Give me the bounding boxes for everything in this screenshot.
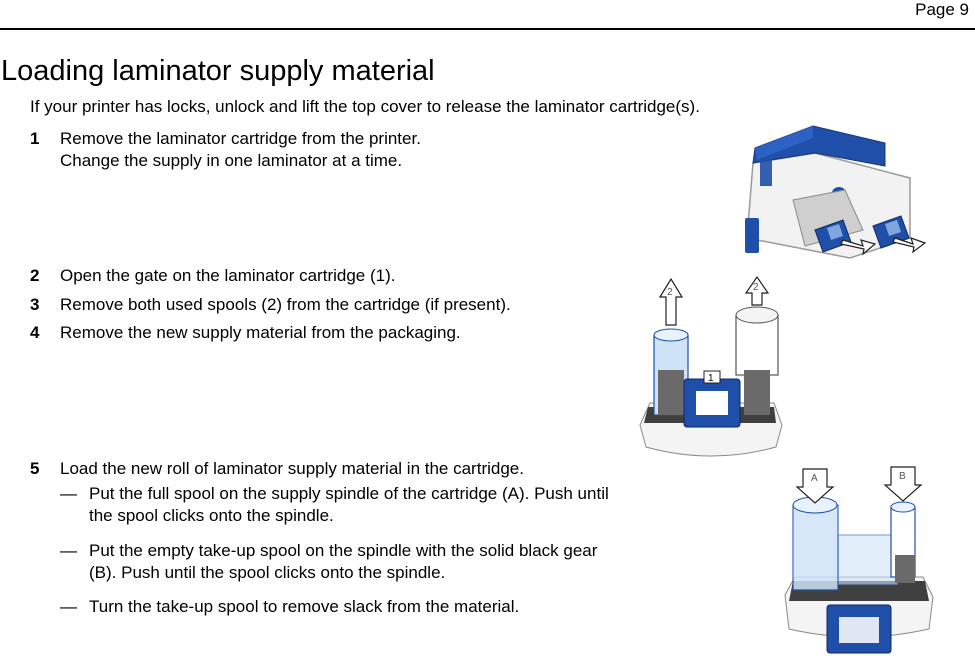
substep-text: Put the empty take-up spool on the spind…: [89, 541, 598, 560]
down-arrow-icon: [883, 466, 923, 502]
page-number: Page 9: [915, 0, 969, 19]
step-number: 2: [30, 266, 40, 285]
spool-loading-illustration: A B: [784, 466, 934, 654]
header-rule: [0, 28, 975, 30]
substep-dash: —: [60, 597, 77, 616]
gate-label: 1: [708, 373, 714, 384]
step-text: Load the new roll of laminator supply ma…: [60, 459, 524, 478]
pull-arrow-icon: [840, 239, 877, 256]
step-text: Remove the laminator cartridge from the …: [60, 129, 421, 148]
page-title: Loading laminator supply material: [1, 55, 435, 87]
gate: [826, 604, 892, 654]
spindle-label-b: B: [899, 471, 906, 482]
step-text: Remove the new supply material from the …: [60, 323, 461, 342]
pull-arrow-icon: [892, 237, 927, 254]
spindle-label-a: A: [811, 473, 818, 484]
spool-label-left: 2: [667, 287, 673, 298]
substep-text: Turn the take-up spool to remove slack f…: [89, 597, 520, 616]
cartridge-open-illustration: 1 2 2: [639, 275, 783, 457]
down-arrow-icon: [795, 468, 835, 504]
step-text: Change the supply in one laminator at a …: [60, 151, 403, 170]
substep-text: the spool clicks onto the spindle.: [89, 506, 334, 525]
step-text: Remove both used spools (2) from the car…: [60, 295, 511, 314]
step-number: 4: [30, 323, 40, 342]
substep-text: (B). Push until the spool clicks onto th…: [89, 563, 446, 582]
gate: [683, 378, 741, 428]
step-number: 1: [30, 129, 40, 148]
substep-text: Put the full spool on the supply spindle…: [89, 484, 609, 503]
spool-label-right: 2: [753, 282, 759, 293]
step-text: Open the gate on the laminator cartridge…: [60, 266, 396, 285]
step-number: 3: [30, 295, 40, 314]
step-number: 5: [30, 459, 40, 478]
printer-illustration: [745, 125, 927, 259]
intro-text: If your printer has locks, unlock and li…: [30, 97, 700, 116]
up-arrow-icon: [658, 277, 684, 326]
up-arrow-icon: [744, 275, 770, 306]
substep-dash: —: [60, 541, 77, 560]
substep-dash: —: [60, 484, 77, 503]
